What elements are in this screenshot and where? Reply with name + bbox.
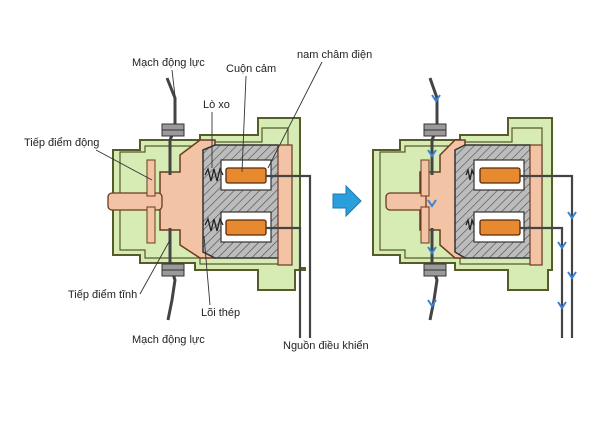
leader-electromagnet — [267, 61, 323, 169]
label-fixed-contact: Tiếp điểm tĩnh — [68, 289, 137, 301]
power-wire-bottom — [166, 228, 177, 321]
terminal-top-a — [161, 123, 185, 131]
leader-power-circuit-top — [171, 69, 176, 97]
down-arrow-icon — [567, 211, 577, 220]
coil-top — [225, 167, 267, 184]
contactor-closed-state — [372, 77, 577, 338]
leader-moving-contact — [95, 149, 153, 181]
moving-contact-bottom-right — [420, 206, 430, 244]
core-plate — [277, 144, 293, 266]
label-power-circuit-top: Mạch động lực — [132, 57, 205, 69]
down-arrow-icon — [557, 301, 567, 310]
labels: Mạch động lực Cuộn cảm nam châm điện Lò … — [24, 49, 372, 352]
label-coil: Cuộn cảm — [226, 63, 276, 75]
right-arrow-icon — [332, 184, 362, 218]
down-arrow-icon — [431, 94, 441, 103]
terminal-top-b — [161, 129, 185, 137]
label-moving-contact: Tiếp điểm động — [24, 137, 99, 149]
shaft — [107, 192, 163, 211]
terminal-bottom-a — [161, 263, 185, 271]
moving-contact-top — [146, 159, 156, 197]
label-spring: Lò xo — [203, 99, 230, 111]
contactor-open-state — [107, 77, 312, 338]
spring-top-right — [465, 167, 475, 181]
label-control-power: Nguồn điều khiển — [283, 340, 369, 352]
terminal-bottom-b-right — [423, 269, 447, 277]
terminal-bottom-b — [161, 269, 185, 277]
housing-right-inner — [379, 127, 543, 265]
terminal-top-a-right — [423, 123, 447, 131]
current-flow-arrows — [427, 94, 577, 310]
terminal-top-b-right — [423, 129, 447, 137]
terminal-bottom-a-right — [423, 263, 447, 271]
down-arrow-icon — [427, 149, 437, 158]
label-electromagnet: nam châm điện — [297, 49, 372, 61]
down-arrow-icon — [427, 299, 437, 308]
label-steel-core: Lõi thép — [201, 307, 240, 319]
control-wire-1 — [266, 174, 312, 338]
spring-top — [204, 167, 224, 182]
leader-steel-core — [203, 235, 211, 306]
label-power-circuit-bottom: Mạch động lực — [132, 334, 205, 346]
control-wire-2 — [266, 226, 302, 338]
spring-bottom — [204, 217, 224, 232]
coil-bottom — [225, 219, 267, 236]
control-wire-2-right — [520, 226, 564, 338]
down-arrow-icon — [427, 246, 437, 255]
down-arrow-icon — [567, 271, 577, 280]
moving-contact-top-right — [420, 159, 430, 197]
down-arrow-icon — [557, 241, 567, 250]
spring-bottom-right — [465, 217, 475, 231]
shaft-right — [385, 192, 427, 211]
coil-top-right — [479, 167, 521, 184]
coil-bottom-right — [479, 219, 521, 236]
leader-fixed-contact — [139, 239, 171, 295]
control-wire-1-right — [520, 174, 574, 338]
moving-contact-bottom — [146, 206, 156, 244]
core-plate-right — [529, 144, 543, 266]
down-arrow-icon — [427, 199, 437, 208]
leader-coil — [241, 75, 247, 173]
